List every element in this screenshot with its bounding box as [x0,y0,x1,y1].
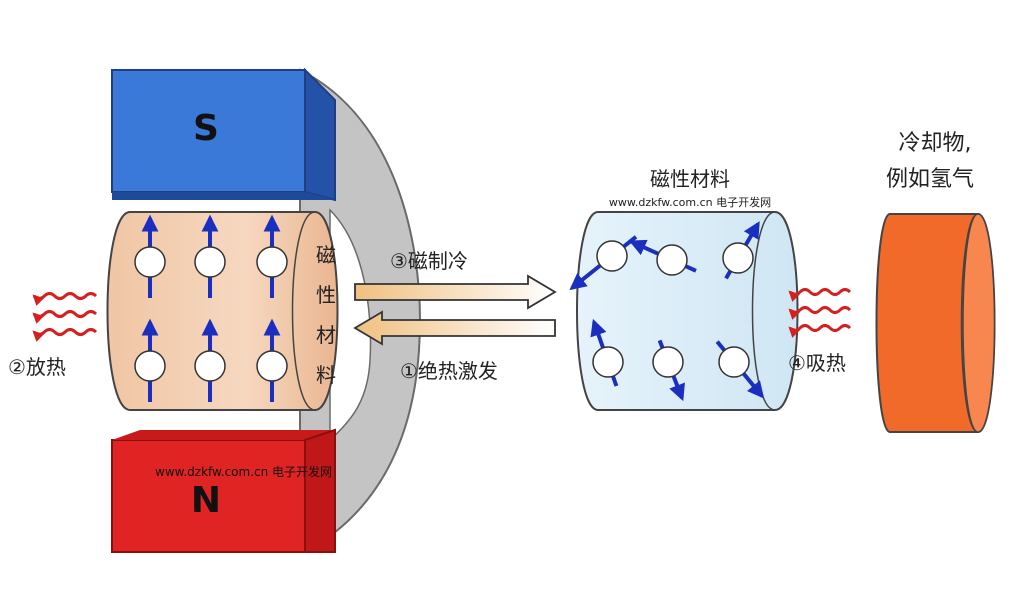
arrow-to-left-icon [353,310,556,346]
spin-particle [194,214,226,298]
step3-magnetic-refrigeration-label: ③磁制冷 [390,249,468,273]
heat-wave-arrow [788,288,852,302]
step1-adiabatic-excitation-label: ①绝热激发 [400,359,498,383]
left-label-char: 性 [316,283,336,307]
coolant-cylinder [875,213,996,433]
aligned-spin-group [134,214,288,402]
magnet: S N [111,67,422,553]
random-spin-group [569,221,765,402]
arrow-to-right-icon [354,274,557,310]
heat-wave-arrow [788,306,852,320]
spin-particle [256,214,288,298]
spin-particle [722,221,760,280]
left-material-label: 磁 性 材 料 [316,243,336,387]
left-magnetic-material: 磁 性 材 料 [106,211,339,411]
left-label-char: 材 [316,323,336,347]
right-magnetic-material [569,211,799,411]
step2-heat-release-label: ②放热 [8,355,66,379]
north-pole-label: N [191,480,221,521]
spin-particle [590,318,624,387]
heat-wave-arrow [32,328,98,342]
heat-wave-arrow [32,292,98,306]
north-pole: N [111,428,336,553]
heat-wave-arrow [32,310,98,324]
watermark-top: www.dzkfw.com.cn 电子开发网 [609,195,771,209]
watermark-bottom: www.dzkfw.com.cn 电子开发网 [155,464,332,479]
spin-particle [628,239,697,276]
spin-particle [715,340,765,399]
spin-particle [652,339,685,402]
spin-particle [194,318,226,402]
heat-absorption-waves [788,288,852,338]
left-label-char: 料 [316,363,336,387]
right-material-label: 磁性材料 [650,167,730,191]
process-arrows: ③磁制冷 ①绝热激发 [353,249,557,383]
spin-particle [134,318,166,402]
heat-release-waves [32,292,98,342]
heat-wave-arrow [788,324,852,338]
south-pole: S [111,67,336,202]
left-label-char: 磁 [316,243,336,267]
spin-particle [134,214,166,298]
coolant-label-line2: 例如氢气 [886,167,974,192]
spin-particle [256,318,288,402]
south-pole-label: S [193,108,219,149]
spin-particle [569,235,638,291]
coolant-label-line1: 冷却物, [899,131,972,156]
step4-heat-absorption-label: ④吸热 [788,351,846,375]
